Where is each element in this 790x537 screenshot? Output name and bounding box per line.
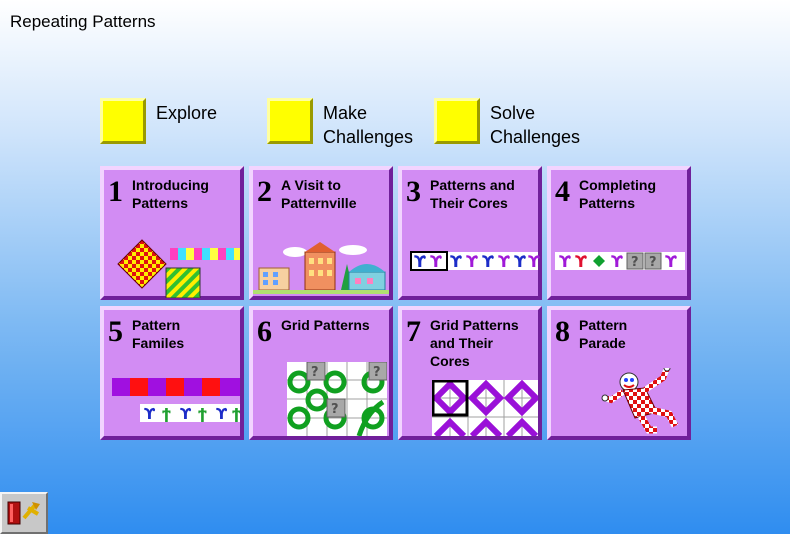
activity-number: 5: [108, 315, 123, 348]
svg-text:?: ?: [331, 402, 339, 417]
explore-button[interactable]: Explore: [100, 98, 217, 144]
activity-title: Introducing Patterns: [132, 177, 209, 211]
make-challenges-label: Make Challenges: [323, 103, 414, 147]
activity-title: Pattern Familes: [132, 317, 185, 351]
activity-title: Pattern Parade: [579, 317, 628, 351]
activity-number: 6: [257, 315, 272, 348]
town-buildings-icon: [253, 242, 389, 294]
svg-text:ϒ: ϒ: [430, 252, 443, 271]
solve-challenges-square-icon[interactable]: [434, 98, 480, 144]
svg-text:ϒ: ϒ: [450, 252, 463, 271]
activity-number: 2: [257, 175, 272, 208]
activity-number: 7: [406, 315, 421, 348]
svg-text:?: ?: [649, 255, 657, 270]
svg-text:?: ?: [311, 365, 319, 380]
svg-text:ϒ: ϒ: [559, 252, 572, 271]
svg-text:ϒ: ϒ: [498, 252, 511, 271]
svg-text:ϒ: ϒ: [611, 252, 624, 271]
make-challenges-button[interactable]: Make Challenges: [267, 98, 413, 149]
svg-text:ϒ: ϒ: [414, 252, 427, 271]
activity-title: Grid Patterns: [281, 317, 370, 333]
activity-number: 4: [555, 175, 570, 208]
svg-text:ϒ: ϒ: [665, 252, 678, 271]
app-title: Repeating Patterns: [10, 12, 156, 31]
explore-square-icon[interactable]: [100, 98, 146, 144]
activity-title: Completing Patterns: [579, 177, 656, 211]
clown-figure-icon: [601, 368, 679, 434]
svg-text:ϒ: ϒ: [180, 405, 192, 423]
explore-label: Explore: [156, 103, 218, 123]
activity-title: A Visit to Patternville: [281, 177, 357, 211]
activity-tile-grid-patterns[interactable]: 6 Grid Patterns ? ? ?: [249, 306, 393, 440]
svg-text:ϒ: ϒ: [528, 252, 541, 271]
activity-tile-introducing-patterns[interactable]: 1 Introducing Patterns: [100, 166, 244, 300]
activity-tile-grid-patterns-and-their-cores[interactable]: 7 Grid Patterns and Their Cores: [398, 306, 542, 440]
svg-text:ϯ: ϯ: [198, 405, 207, 423]
activity-number: 8: [555, 315, 570, 348]
svg-text:ϯ: ϯ: [232, 405, 240, 423]
activity-number: 1: [108, 175, 123, 208]
make-challenges-square-icon[interactable]: [267, 98, 313, 144]
svg-text:?: ?: [373, 365, 381, 380]
activity-title: Grid Patterns and Their Cores: [430, 317, 519, 369]
svg-text:ϒ: ϒ: [514, 252, 527, 271]
solve-challenges-button[interactable]: Solve Challenges: [434, 98, 580, 149]
exit-door-icon[interactable]: [2, 494, 46, 532]
activity-tile-a-visit-to-patternville[interactable]: 2 A Visit to Patternville: [249, 166, 393, 300]
grid-knot-pattern-icon: ? ? ?: [287, 362, 387, 436]
svg-text:ϒ: ϒ: [144, 405, 156, 423]
solve-challenges-label: Solve Challenges: [490, 103, 581, 147]
activity-title: Patterns and Their Cores: [430, 177, 515, 211]
svg-text:?: ?: [631, 255, 639, 270]
checkered-shapes-icon: [117, 239, 240, 298]
activity-tile-pattern-parade[interactable]: 8 Pattern Parade: [547, 306, 691, 440]
svg-text:ϒ: ϒ: [575, 252, 588, 271]
svg-text:ϯ: ϯ: [162, 405, 171, 423]
grid-diamond-core-icon: [432, 380, 538, 436]
svg-text:ϒ: ϒ: [216, 405, 228, 423]
exit-button[interactable]: [0, 492, 48, 534]
svg-text:ϒ: ϒ: [482, 252, 495, 271]
activity-number: 3: [406, 175, 421, 208]
svg-text:ϒ: ϒ: [466, 252, 479, 271]
